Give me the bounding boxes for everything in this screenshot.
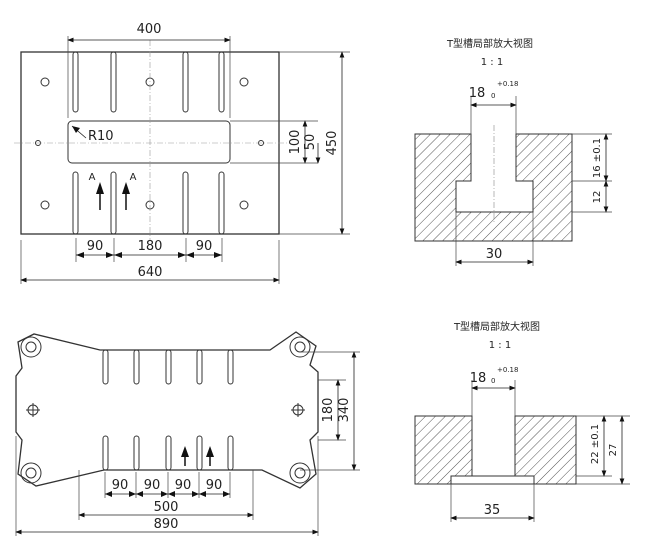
top-detail-depth-upper: 16 ±0.1 [592,138,603,178]
top-pitch-3: 90 [196,239,213,254]
bottom-pitch-1: 90 [112,478,129,493]
bottom-pitch-2: 90 [144,478,161,493]
bottom-detail-depth-lower: 27 [608,444,619,457]
top-detail-section [414,133,573,242]
bottom-detail-head-width: 35 [484,503,501,518]
top-detail-slot-tol: +0.18 [497,80,518,88]
top-detail-scale: 1 : 1 [481,57,503,68]
bottom-detail-slot-width: 18 [470,371,487,386]
top-section-mark-1: A [89,172,96,183]
bottom-upper-slots [102,349,234,385]
bottom-corner-holes [20,336,311,484]
top-plan-view: 400 640 90 180 90 450 100 50 R10 [14,22,350,284]
top-detail-view: T型槽局部放大视图 1 : 1 18 +0.18 0 30 16 ±0.1 12 [414,37,612,266]
top-detail-slot-width: 18 [469,86,486,101]
bottom-height-inner: 180 [321,398,336,423]
top-detail-slot-tol-low: 0 [491,92,495,100]
bottom-detail-depth-upper: 22 ±0.1 [590,424,601,464]
bottom-detail-slot-tol-low: 0 [491,377,495,385]
bottom-pitch-4: 90 [206,478,223,493]
top-radius-label: R10 [88,129,114,144]
bottom-overall-width: 890 [154,517,179,532]
bottom-pitch-3: 90 [175,478,192,493]
top-slot-span-dim: 400 [137,22,162,37]
bottom-plate-outline [15,331,319,489]
top-detail-depth-lower: 12 [592,191,603,204]
bottom-height-outer: 340 [337,398,352,423]
top-section-mark-2: A [130,172,137,183]
bottom-slot-span: 500 [154,500,179,515]
top-half-window-dim: 50 [303,134,318,151]
top-mount-holes [35,77,264,210]
bottom-detail-scale: 1 : 1 [489,340,511,351]
bottom-detail-title: T型槽局部放大视图 [453,320,540,333]
bottom-detail-slot-tol: +0.18 [497,366,518,374]
top-center-lines [14,40,290,240]
top-upper-slots [72,51,225,113]
bottom-side-holes [26,403,305,417]
bottom-detail-section [414,415,577,485]
top-pitch-2: 180 [138,239,163,254]
top-width-dim: 640 [138,265,163,280]
bottom-plan-view: 90 90 90 90 500 890 180 340 [15,331,360,536]
top-pitch-1: 90 [87,239,104,254]
top-center-window [67,120,231,164]
bottom-detail-view: T型槽局部放大视图 1 : 1 18 +0.18 0 35 22 ±0.1 27 [414,320,630,522]
top-detail-title: T型槽局部放大视图 [446,37,533,50]
top-detail-head-width: 30 [486,247,503,262]
top-window-dim: 100 [288,130,303,155]
bottom-lower-slots [102,435,234,471]
top-height-dim: 450 [325,131,340,156]
top-lower-slots [72,171,225,235]
